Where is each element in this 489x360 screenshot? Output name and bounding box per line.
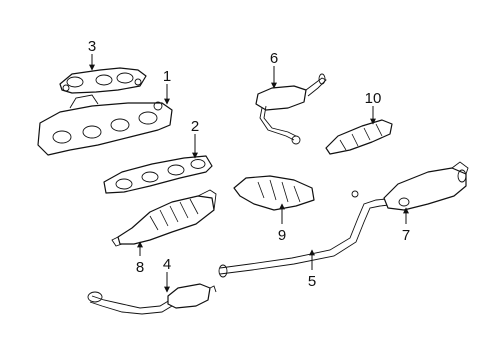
part-heat-shield-rear [325,119,393,155]
callout-8: 8 [136,259,144,276]
part-catalytic-converter [111,189,217,247]
part-manifold-gasket [103,155,213,194]
part-heat-shield-middle [233,175,315,211]
callout-10: 10 [365,90,382,107]
part-heat-shield-upper [59,67,147,94]
callout-5: 5 [308,273,316,290]
part-muffler [383,161,469,211]
callout-9: 9 [278,227,286,244]
callout-7: 7 [402,227,410,244]
callout-3: 3 [88,38,96,55]
part-front-pipe [87,283,217,315]
callout-2: 2 [191,118,199,135]
callout-6: 6 [270,50,278,67]
callout-1: 1 [163,68,171,85]
part-exhaust-manifold [37,94,173,156]
callout-4: 4 [163,256,171,273]
part-intermediate-pipe [218,190,399,278]
part-resonator [255,73,327,145]
